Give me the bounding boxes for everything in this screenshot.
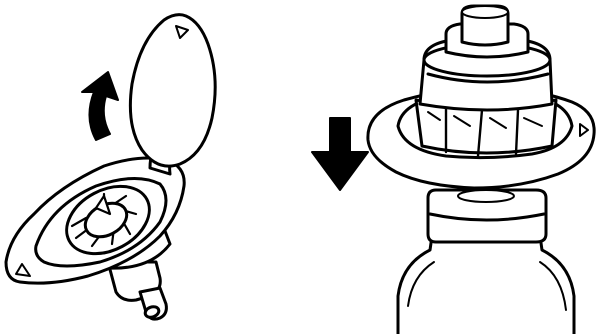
bottle-opening	[457, 189, 515, 203]
flange-right-triangle	[579, 123, 589, 137]
cap-tab-triangle	[175, 25, 189, 39]
bottle-shoulder-line	[407, 261, 435, 307]
curved-arrow-icon	[81, 71, 119, 141]
bottle-neck	[426, 188, 548, 244]
left-panel-open-cap	[4, 13, 217, 321]
right-panel-spike-on-bottle	[366, 4, 596, 334]
bottle-shoulder-line-right	[539, 261, 567, 311]
flange-tab-triangle	[15, 263, 31, 277]
spike-top-stud-face	[461, 5, 509, 19]
spike-stem	[106, 260, 168, 321]
bottle-neck-ring	[428, 212, 546, 222]
down-arrow-icon	[311, 117, 369, 191]
bottle-body	[396, 234, 576, 334]
spike-tip	[94, 194, 112, 216]
vent-window-slants	[427, 111, 543, 129]
spike-upper-band	[426, 72, 550, 84]
flip-cap	[128, 13, 217, 168]
vent-window-dividers	[444, 106, 520, 158]
